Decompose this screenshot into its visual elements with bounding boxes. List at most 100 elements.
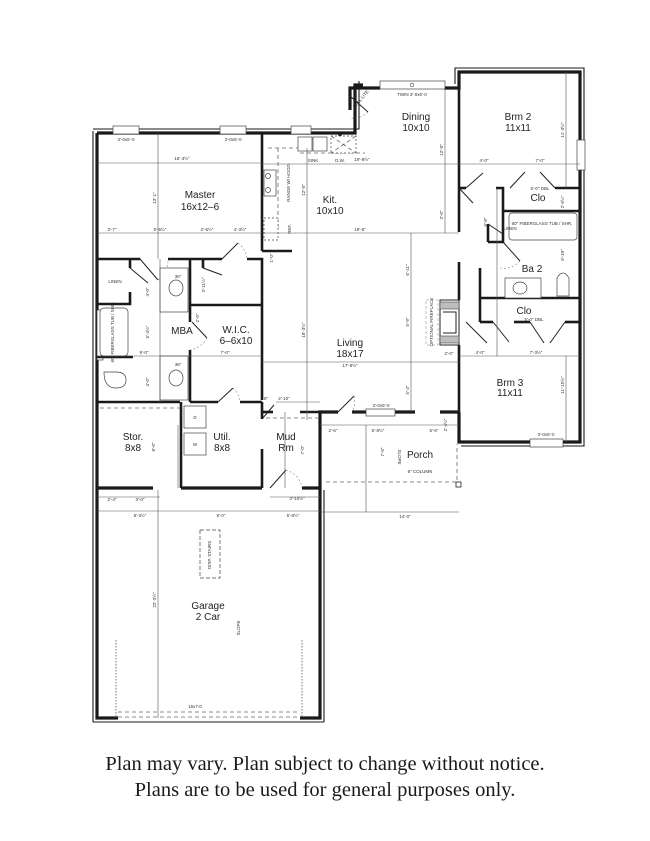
dim-5-9: 5'-9"	[405, 317, 410, 326]
room-brm3-name: Brm 3	[497, 378, 524, 389]
dim-living-span: 19'-5"	[354, 227, 366, 232]
label-lav-36-1: 36"	[175, 274, 182, 279]
room-living-name: Living	[337, 338, 363, 349]
dim-mba-2-0: 2'-0"	[195, 313, 200, 322]
dim-wic-7-0: 7'-0"	[221, 350, 230, 355]
dim-porch-2-4: 2'-4½"	[442, 418, 448, 431]
room-kitchen-size: 10x10	[316, 206, 344, 217]
room-master-name: Master	[185, 190, 216, 201]
dim-g-8-3: 8'-3½"	[134, 512, 147, 518]
dim-g-5-8: 5'-8½"	[287, 512, 300, 518]
dim-9-0: 9'-0"	[140, 350, 149, 355]
dim-porch-14-0: 14'-0"	[399, 514, 411, 519]
label-linen-master: LINEN	[108, 279, 121, 284]
room-storage-name: Stor.	[123, 432, 144, 443]
dim-g-2-4: 2'-4"	[108, 497, 117, 502]
dim-porch-7-0: 7'-0"	[380, 447, 385, 456]
label-washer: W	[193, 442, 198, 447]
dim-g-8-0: 8'-0"	[217, 513, 226, 518]
dim-5-3: 5'-3"	[405, 385, 410, 394]
dim-living-width: 17'-8½"	[342, 362, 358, 368]
label-fireplace: OPTIONAL FIREPLACE	[429, 298, 434, 347]
label-clo2-door: 5'-0" DBL	[531, 186, 550, 191]
dim-porch-2-6: 2'-6"	[329, 428, 338, 433]
floor-plan: Master 16x12–6 Kit. 10x10 Dining 10x10 B…	[92, 67, 586, 723]
room-mudroom-size: Rm	[278, 443, 294, 454]
label-range: RANGE W/ HOOD	[286, 164, 291, 202]
label-ref: REF.	[287, 224, 292, 234]
label-slope-porch: SLOPE	[397, 449, 402, 464]
dim-brm2-depth: 11'-3½"	[559, 122, 565, 137]
dim-7-0: 7'-0"	[536, 158, 545, 163]
dim-7-3: 7'-3½"	[530, 349, 543, 355]
disclaimer-line-2: Plans are to be used for general purpose…	[134, 779, 516, 801]
room-clo2-name: Clo	[530, 193, 545, 204]
label-sink: SINK	[308, 158, 319, 163]
room-brm2-name: Brm 2	[505, 112, 532, 123]
dim-porch-5-6: 5'-6"	[430, 428, 439, 433]
dim-4-3: 4'-3½"	[234, 226, 247, 232]
dim-tub-5-4: 5'-4½"	[144, 325, 150, 338]
label-clo3-door: 5'-0" DBL	[525, 317, 544, 322]
dim-brm3-4-0: 4'-0"	[476, 350, 485, 355]
fixtures	[99, 135, 578, 718]
dim-wc-4-0: 4'-0"	[145, 377, 150, 386]
room-living-size: 18x17	[336, 349, 364, 360]
room-labels: Master 16x12–6 Kit. 10x10 Dining 10x10 B…	[123, 112, 546, 623]
room-storage-size: 8x8	[125, 443, 142, 454]
label-window-dining: TWIN 3'-0x5'-0	[397, 92, 427, 97]
label-dryer: D	[193, 415, 197, 420]
dimension-lines	[97, 72, 580, 718]
dim-dining-depth: 12'-0"	[439, 144, 444, 156]
dim-linen-4-0: 4'-0"	[145, 287, 150, 296]
dim-kit-depth: 12'-0"	[301, 184, 306, 196]
room-garage-size: 2 Car	[196, 612, 221, 623]
dim-g-3-10: 3'-10½"	[289, 495, 305, 501]
dim-garage-depth: 22'-3½"	[151, 592, 157, 608]
room-wic-size: 6–6x10	[220, 336, 253, 347]
interior-walls	[97, 88, 580, 490]
room-dining-name: Dining	[402, 112, 430, 123]
room-ba2-name: Ba 2	[522, 264, 543, 275]
dim-g-3-0: 3'-0"	[136, 497, 145, 502]
dim-1-0: 1'-0"	[269, 253, 274, 262]
dim-mud-7-0: 7'-0"	[300, 445, 305, 454]
dim-3-11: 3'-11½"	[200, 277, 206, 292]
doors	[129, 95, 566, 489]
label-tub-ba2: 60" FIBERGLASS TUB / SHR.	[512, 221, 573, 226]
label-lav-36-2: 36"	[175, 362, 182, 367]
dim-2-6: 2'-6½"	[201, 226, 214, 232]
dim-2-6b: 2'-6½"	[559, 195, 565, 208]
dim-2-0: 2'-0"	[445, 351, 454, 356]
dim-3-7: 3'-7"	[108, 227, 117, 232]
dim-stor-8-0: 8'-0"	[151, 442, 156, 451]
room-mudroom-name: Mud	[276, 432, 295, 443]
room-mba-name: MBA	[171, 326, 193, 337]
room-clo3-name: Clo	[516, 306, 531, 317]
label-tub-master: 60" FIBERGLASS TUB / SHR.	[110, 302, 115, 363]
room-wic-name: W.I.C.	[222, 325, 249, 336]
dim-living-depth: 18'-3½"	[300, 322, 306, 338]
dim-4-0: 4'-0"	[480, 158, 489, 163]
room-garage-name: Garage	[191, 601, 225, 612]
room-utility-size: 8x8	[214, 443, 231, 454]
dim-6: 6"	[264, 396, 269, 401]
room-kitchen-name: Kit.	[323, 195, 337, 206]
dim-8-10: 8'-10"	[560, 249, 565, 261]
label-window-master-1: 3'-0x5'-0	[118, 137, 135, 142]
dim-3-0: 3'-0"	[439, 210, 444, 219]
dim-ba2-6-8: 6'-8"	[483, 217, 488, 226]
dim-kit-span: 19'-8½"	[354, 156, 370, 162]
room-porch-name: Porch	[407, 450, 433, 461]
label-garage-door: 16x7-0	[188, 704, 202, 709]
label-disp-stairs: DISP. STAIRS	[207, 541, 212, 569]
dim-2-10: 2'-10"	[278, 396, 290, 401]
label-slope-garage: SLOPE	[236, 620, 241, 635]
room-dining-size: 10x10	[402, 123, 430, 134]
label-window-brm3: 3'-0x5'-0	[538, 432, 555, 437]
disclaimer-line-1: Plan may vary. Plan subject to change wi…	[105, 753, 545, 775]
label-linen-ba2: LINEN	[503, 226, 516, 231]
dim-porch-5-8: 5'-8½"	[372, 427, 385, 433]
annotations: 3'-0x5'-0 3'-0x5'-0 TWIN 3'-0x5'-0 3'-0x…	[108, 89, 572, 709]
dim-6-11: 6'-11"	[405, 264, 410, 276]
